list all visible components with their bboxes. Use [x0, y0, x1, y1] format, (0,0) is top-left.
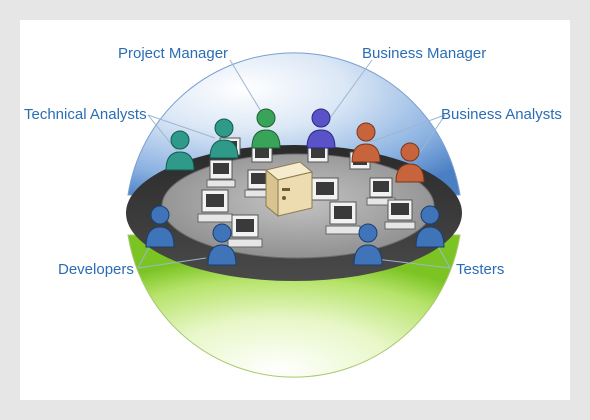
label-developers: Developers — [58, 261, 134, 278]
label-technical-analysts: Technical Analysts — [24, 106, 147, 123]
person-icon — [209, 118, 239, 159]
diagram-frame: Project Manager Business Manager Technic… — [20, 20, 570, 400]
team-sphere-diagram — [126, 52, 462, 378]
person-icon — [351, 122, 381, 163]
person-icon — [306, 108, 336, 149]
computer-icon — [197, 189, 233, 223]
leader-lines — [137, 59, 451, 269]
computer-icon — [325, 201, 361, 235]
label-business-analysts: Business Analysts — [441, 106, 562, 123]
people — [145, 108, 445, 266]
label-project-manager: Project Manager — [118, 45, 229, 62]
computer-icon — [206, 159, 236, 188]
computer-icon — [244, 169, 274, 198]
computer-icon — [227, 214, 263, 248]
person-icon — [165, 130, 195, 171]
computer-icon — [311, 177, 339, 201]
person-icon — [251, 108, 281, 149]
label-testers: Testers — [456, 261, 505, 278]
computer-icon — [384, 199, 416, 230]
person-icon — [145, 205, 175, 248]
server-icon — [264, 161, 314, 218]
person-icon — [395, 142, 425, 183]
label-business-manager: Business Manager — [362, 45, 487, 62]
person-icon — [207, 223, 237, 266]
person-icon — [353, 223, 383, 266]
workstations — [197, 137, 416, 248]
person-icon — [415, 205, 445, 248]
